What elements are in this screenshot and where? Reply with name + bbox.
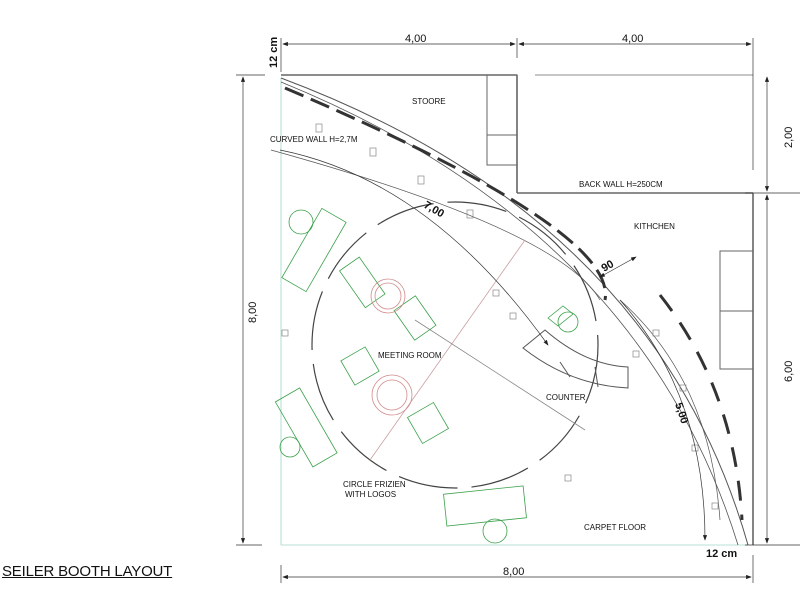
meeting-room-circle <box>311 201 599 489</box>
counter <box>522 329 629 389</box>
seating-cubes <box>340 346 450 445</box>
drawing-title: SEILER BOOTH LAYOUT <box>2 563 173 580</box>
tables <box>370 278 413 416</box>
walls <box>281 74 754 545</box>
dim-top-left: 4,00 <box>405 33 426 45</box>
label-store: STOORE <box>412 97 446 106</box>
label-frieze-1: CIRCLE FRIZIEN <box>343 480 406 489</box>
label-frieze-2: WITH LOGOS <box>345 490 396 499</box>
label-counter: COUNTER <box>546 393 586 402</box>
label-carpet: CARPET FLOOR <box>584 523 646 532</box>
dim-wall-top: 12 cm <box>268 37 280 68</box>
label-curved-wall: CURVED WALL H=2,7M <box>270 135 358 144</box>
furniture <box>274 207 579 544</box>
dim-wall-bottom: 12 cm <box>706 548 737 560</box>
dim-curved-wall: 5,00 <box>672 401 690 425</box>
dim-bottom: 8,00 <box>503 566 524 578</box>
dim-right-bottom: 6,00 <box>783 361 795 382</box>
dim-left: 8,00 <box>247 302 259 323</box>
curved-wall <box>270 77 749 546</box>
carpet-floor-outline <box>280 78 748 546</box>
label-kitchen: KITHCHEN <box>634 222 675 231</box>
label-back-wall: BACK WALL H=250CM <box>579 180 663 189</box>
dim-right-top: 2,00 <box>783 127 795 148</box>
dim-top-right: 4,00 <box>622 33 643 45</box>
spotlights <box>281 123 719 510</box>
label-meeting-room: MEETING ROOM <box>378 351 442 360</box>
dim-counter-gap: 90 <box>600 258 617 275</box>
dim-meeting-radius: 7,00 <box>422 199 447 220</box>
dimension-lines <box>236 38 800 583</box>
